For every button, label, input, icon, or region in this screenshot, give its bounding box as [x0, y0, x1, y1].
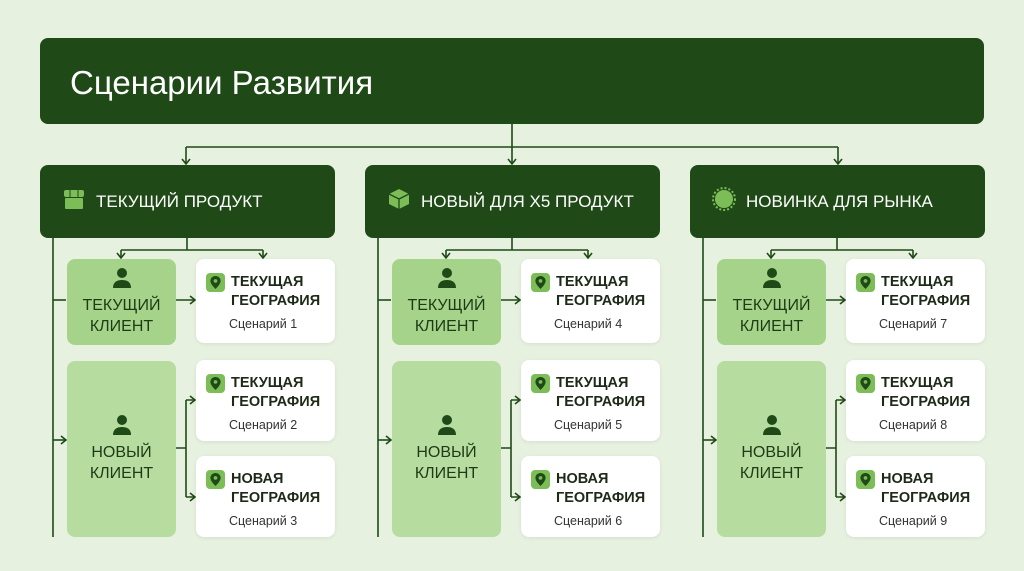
new-client-box[interactable]: НОВЫЙ КЛИЕНТ: [67, 361, 176, 537]
product-header[interactable]: НОВЫЙ ДЛЯ X5 ПРОДУКТ: [365, 165, 660, 238]
scenario-label: Сценарий 4: [554, 317, 623, 331]
badge-icon: [712, 187, 736, 216]
geography-title: ТЕКУЩАЯ ГЕОГРАФИЯ: [881, 375, 971, 410]
product-column: НОВИНКА ДЛЯ РЫНКА ТЕКУЩИЙ КЛИЕНТ НОВЫЙ К…: [690, 165, 985, 545]
product-header-label: НОВИНКА ДЛЯ РЫНКА: [746, 191, 933, 211]
geography-card[interactable]: ТЕКУЩАЯ ГЕОГРАФИЯ Сценарий 1: [196, 259, 335, 343]
current-client-label: ТЕКУЩИЙ КЛИЕНТ: [407, 297, 486, 335]
current-client-label: ТЕКУЩИЙ КЛИЕНТ: [732, 297, 811, 335]
geography-title: НОВАЯ ГЕОГРАФИЯ: [881, 471, 971, 506]
current-client-label: ТЕКУЩИЙ КЛИЕНТ: [82, 297, 161, 335]
location-pin-icon: [531, 374, 550, 393]
geography-card[interactable]: ТЕКУЩАЯ ГЕОГРАФИЯ Сценарий 5: [521, 360, 660, 441]
location-pin-icon: [206, 374, 225, 393]
scenario-label: Сценарий 2: [229, 418, 298, 432]
person-icon: [112, 268, 131, 288]
location-pin-icon: [531, 470, 550, 489]
geography-card[interactable]: ТЕКУЩАЯ ГЕОГРАФИЯ Сценарий 8: [846, 360, 985, 441]
current-client-box[interactable]: ТЕКУЩИЙ КЛИЕНТ: [717, 259, 826, 345]
current-client-box[interactable]: ТЕКУЩИЙ КЛИЕНТ: [392, 259, 501, 345]
geography-card[interactable]: ТЕКУЩАЯ ГЕОГРАФИЯ Сценарий 4: [521, 259, 660, 343]
location-pin-icon: [206, 273, 225, 292]
page-title: Сценарии Развития: [40, 38, 984, 124]
geography-title: НОВАЯ ГЕОГРАФИЯ: [556, 471, 646, 506]
geography-card[interactable]: ТЕКУЩАЯ ГЕОГРАФИЯ Сценарий 2: [196, 360, 335, 441]
new-client-box[interactable]: НОВЫЙ КЛИЕНТ: [717, 361, 826, 537]
new-client-label: НОВЫЙ КЛИЕНТ: [414, 444, 479, 482]
location-pin-icon: [856, 470, 875, 489]
new-client-label: НОВЫЙ КЛИЕНТ: [89, 444, 154, 482]
location-pin-icon: [856, 273, 875, 292]
store-icon: [62, 187, 86, 216]
scenario-label: Сценарий 8: [879, 418, 948, 432]
geography-title: ТЕКУЩАЯ ГЕОГРАФИЯ: [556, 375, 646, 410]
geography-card[interactable]: НОВАЯ ГЕОГРАФИЯ Сценарий 9: [846, 456, 985, 537]
product-header[interactable]: ТЕКУЩИЙ ПРОДУКТ: [40, 165, 335, 238]
product-header[interactable]: НОВИНКА ДЛЯ РЫНКА: [690, 165, 985, 238]
geography-card[interactable]: ТЕКУЩАЯ ГЕОГРАФИЯ Сценарий 7: [846, 259, 985, 343]
person-icon: [762, 268, 781, 288]
product-header-label: ТЕКУЩИЙ ПРОДУКТ: [96, 191, 263, 211]
person-icon: [437, 268, 456, 288]
scenario-label: Сценарий 6: [554, 514, 623, 528]
geography-title: ТЕКУЩАЯ ГЕОГРАФИЯ: [231, 375, 321, 410]
geography-title: ТЕКУЩАЯ ГЕОГРАФИЯ: [231, 274, 321, 309]
cube-icon: [387, 187, 411, 216]
geography-card[interactable]: НОВАЯ ГЕОГРАФИЯ Сценарий 6: [521, 456, 660, 537]
location-pin-icon: [856, 374, 875, 393]
current-client-box[interactable]: ТЕКУЩИЙ КЛИЕНТ: [67, 259, 176, 345]
scenario-label: Сценарий 9: [879, 514, 948, 528]
scenario-label: Сценарий 1: [229, 317, 298, 331]
geography-title: ТЕКУЩАЯ ГЕОГРАФИЯ: [881, 274, 971, 309]
geography-title: НОВАЯ ГЕОГРАФИЯ: [231, 471, 321, 506]
person-icon: [112, 415, 131, 435]
product-header-label: НОВЫЙ ДЛЯ X5 ПРОДУКТ: [421, 191, 634, 211]
person-icon: [437, 415, 456, 435]
geography-title: ТЕКУЩАЯ ГЕОГРАФИЯ: [556, 274, 646, 309]
scenario-label: Сценарий 3: [229, 514, 298, 528]
new-client-box[interactable]: НОВЫЙ КЛИЕНТ: [392, 361, 501, 537]
location-pin-icon: [206, 470, 225, 489]
new-client-label: НОВЫЙ КЛИЕНТ: [739, 444, 804, 482]
geography-card[interactable]: НОВАЯ ГЕОГРАФИЯ Сценарий 3: [196, 456, 335, 537]
location-pin-icon: [531, 273, 550, 292]
product-column: ТЕКУЩИЙ ПРОДУКТ ТЕКУЩИЙ КЛИЕНТ НОВЫЙ КЛИ…: [40, 165, 335, 545]
scenario-label: Сценарий 7: [879, 317, 948, 331]
person-icon: [762, 415, 781, 435]
product-column: НОВЫЙ ДЛЯ X5 ПРОДУКТ ТЕКУЩИЙ КЛИЕНТ НОВЫ…: [365, 165, 660, 545]
scenario-label: Сценарий 5: [554, 418, 623, 432]
